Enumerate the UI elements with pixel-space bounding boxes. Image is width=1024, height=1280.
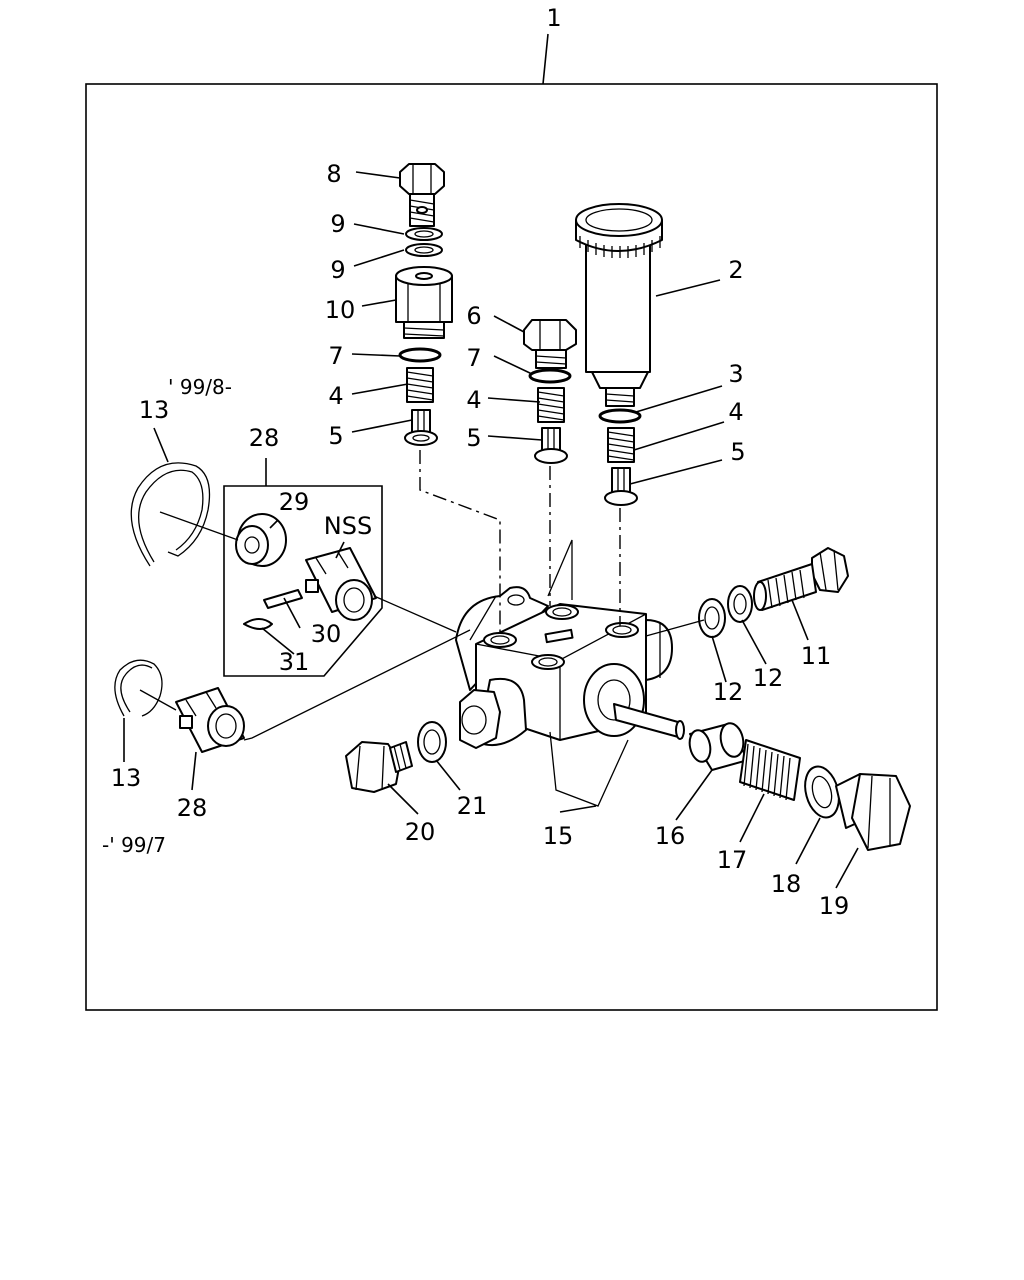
part-8-bolt bbox=[399, 163, 445, 227]
callout-11: 11 bbox=[801, 642, 832, 670]
part-11-banjo-bolt bbox=[753, 547, 849, 611]
callout-7-left: 7 bbox=[328, 342, 343, 370]
callout-16: 16 bbox=[655, 822, 686, 850]
part-5-valve-left bbox=[404, 409, 438, 446]
callout-4-left: 4 bbox=[328, 382, 343, 410]
part-15-pin bbox=[613, 703, 685, 740]
part-4-spring-right bbox=[607, 427, 635, 463]
part-13-snap-ring-lower bbox=[114, 659, 163, 717]
callout-10: 10 bbox=[325, 296, 356, 324]
part-20-bolt bbox=[345, 741, 413, 793]
part-3-oring bbox=[598, 408, 642, 424]
part-28-adapter-lower bbox=[175, 687, 245, 753]
callout-31: 31 bbox=[279, 648, 310, 676]
part-17-spring bbox=[739, 739, 801, 801]
callout-28-kit: 28 bbox=[249, 424, 280, 452]
callout-5-middle: 5 bbox=[466, 424, 481, 452]
part-4-spring-middle bbox=[537, 387, 565, 423]
part-6-plug bbox=[523, 319, 577, 369]
date-note-to: -' 99/7 bbox=[102, 833, 166, 857]
callout-30: 30 bbox=[311, 620, 342, 648]
callout-19: 19 bbox=[819, 892, 850, 920]
part-12-washer-right bbox=[727, 585, 753, 623]
callout-7-middle: 7 bbox=[466, 344, 481, 372]
part-30-pin bbox=[263, 589, 303, 609]
callout-29: 29 bbox=[279, 488, 310, 516]
callout-6: 6 bbox=[466, 302, 481, 330]
part-13-snap-ring-upper bbox=[130, 462, 211, 567]
diagram-frame bbox=[85, 83, 938, 1011]
date-note-from: ' 99/8- bbox=[168, 375, 232, 399]
callout-3: 3 bbox=[728, 360, 743, 388]
callout-5-left: 5 bbox=[328, 422, 343, 450]
part-5-valve-right bbox=[604, 467, 638, 506]
callout-13-upper: 13 bbox=[139, 396, 170, 424]
part-16-piston bbox=[688, 722, 749, 771]
part-19-plug bbox=[835, 773, 911, 851]
part-2-priming-pump bbox=[575, 203, 663, 407]
part-5-valve-middle bbox=[534, 427, 568, 464]
part-29-washer bbox=[235, 513, 287, 567]
part-7-oring-left bbox=[398, 347, 442, 363]
callout-8: 8 bbox=[326, 160, 341, 188]
part-7-oring-middle bbox=[528, 368, 572, 384]
callout-4-right: 4 bbox=[728, 398, 743, 426]
callout-12-right: 12 bbox=[753, 664, 784, 692]
part-4-spring-left bbox=[406, 367, 434, 403]
kit-28-box bbox=[223, 485, 383, 677]
callout-12-left: 12 bbox=[713, 678, 744, 706]
part-21-gasket bbox=[417, 721, 447, 763]
part-9-washer-upper bbox=[405, 227, 443, 241]
callout-20: 20 bbox=[405, 818, 436, 846]
part-10-valve-holder bbox=[395, 266, 453, 339]
callout-17: 17 bbox=[717, 846, 748, 874]
callout-9-upper: 9 bbox=[330, 210, 345, 238]
nss-note: NSS bbox=[324, 512, 372, 540]
callout-2: 2 bbox=[728, 256, 743, 284]
callout-18: 18 bbox=[771, 870, 802, 898]
part-12-washer-left bbox=[698, 598, 726, 638]
callout-21: 21 bbox=[457, 792, 488, 820]
callout-15: 15 bbox=[543, 822, 574, 850]
callout-1: 1 bbox=[546, 4, 561, 32]
callout-13-lower: 13 bbox=[111, 764, 142, 792]
part-9-washer-lower bbox=[405, 243, 443, 257]
callout-28-lower: 28 bbox=[177, 794, 208, 822]
callout-4-middle: 4 bbox=[466, 386, 481, 414]
callout-5-right: 5 bbox=[730, 438, 745, 466]
part-31-clip bbox=[243, 618, 273, 630]
part-28-adapter-nss bbox=[305, 547, 377, 621]
callout-9-lower: 9 bbox=[330, 256, 345, 284]
